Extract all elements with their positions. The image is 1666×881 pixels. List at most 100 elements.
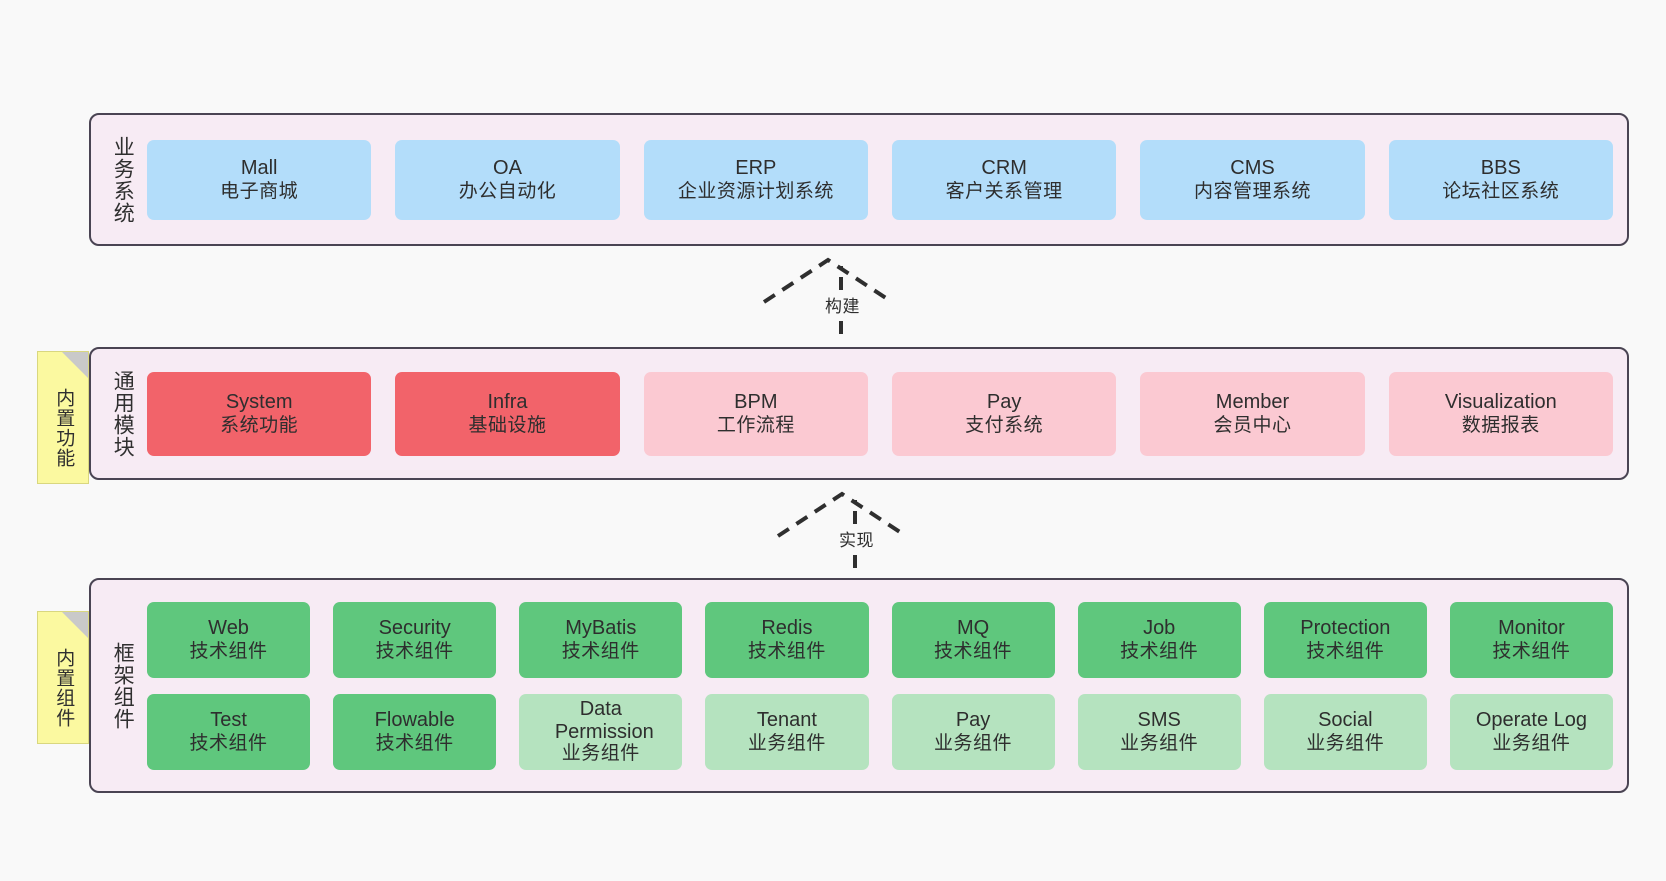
node-title: Security [378, 616, 451, 639]
layer-title-business-systems: 业务系统 [111, 135, 135, 224]
node-title: Job [1143, 616, 1176, 639]
note-builtin-components: 内置组件 [37, 611, 89, 744]
node-title: Data Permission [554, 698, 654, 743]
layer-common-modules: 通用模块 System 系统功能 Infra 基础设施 BPM 工作流程 Pay… [89, 347, 1629, 480]
node-title: Flowable [374, 708, 455, 731]
node-subtitle: 业务组件 [1120, 733, 1199, 755]
node-title: Tenant [756, 708, 817, 731]
node-infra[interactable]: Infra 基础设施 [395, 371, 620, 456]
node-mall[interactable]: Mall 电子商城 [147, 139, 372, 220]
node-protection[interactable]: Protection 技术组件 [1263, 601, 1427, 678]
node-title: Protection [1300, 616, 1391, 639]
node-title: Operate Log [1475, 708, 1588, 731]
node-row: Web 技术组件 Security 技术组件 MyBatis 技术组件 Redi… [147, 601, 1613, 678]
node-title: System [225, 390, 293, 413]
node-redis[interactable]: Redis 技术组件 [705, 601, 869, 678]
node-subtitle: 电子商城 [220, 181, 299, 203]
node-system[interactable]: System 系统功能 [147, 371, 372, 456]
node-subtitle: 业务组件 [1306, 733, 1385, 755]
node-erp[interactable]: ERP 企业资源计划系统 [643, 139, 868, 220]
node-title: CMS [1230, 156, 1275, 179]
node-title: CRM [981, 156, 1027, 179]
node-row: System 系统功能 Infra 基础设施 BPM 工作流程 Pay 支付系统… [147, 371, 1613, 456]
node-subtitle: 技术组件 [189, 733, 268, 755]
node-title: SMS [1137, 708, 1181, 731]
node-oa[interactable]: OA 办公自动化 [395, 139, 620, 220]
node-test[interactable]: Test 技术组件 [147, 693, 311, 770]
layer-framework-components: 框架组件 Web 技术组件 Security 技术组件 MyBatis 技术组件… [89, 578, 1629, 793]
layer-body-business-systems: Mall 电子商城 OA 办公自动化 ERP 企业资源计划系统 CRM 客户关系… [145, 115, 1627, 244]
node-crm[interactable]: CRM 客户关系管理 [891, 139, 1117, 220]
node-subtitle: 技术组件 [189, 641, 268, 663]
node-subtitle: 技术组件 [1120, 641, 1199, 663]
node-title: Infra [487, 390, 528, 413]
note-fold-icon [62, 612, 88, 638]
node-pay-component[interactable]: Pay 业务组件 [891, 693, 1055, 770]
connector-implement-label: 实现 [838, 526, 875, 551]
node-subtitle: 技术组件 [375, 733, 454, 755]
node-subtitle: 业务组件 [934, 733, 1013, 755]
layer-body-common-modules: System 系统功能 Infra 基础设施 BPM 工作流程 Pay 支付系统… [145, 349, 1627, 478]
node-subtitle: 客户关系管理 [945, 181, 1063, 203]
node-row: Mall 电子商城 OA 办公自动化 ERP 企业资源计划系统 CRM 客户关系… [147, 139, 1613, 220]
node-title: Mall [240, 156, 278, 179]
node-subtitle: 基础设施 [468, 415, 547, 437]
node-title: Web [208, 616, 249, 639]
node-data-permission[interactable]: Data Permission 业务组件 [519, 693, 683, 770]
node-tenant[interactable]: Tenant 业务组件 [705, 693, 869, 770]
note-fold-icon [62, 352, 88, 378]
connector-build: 构建 [756, 256, 916, 352]
node-social[interactable]: Social 业务组件 [1263, 693, 1427, 770]
node-bbs[interactable]: BBS 论坛社区系统 [1388, 139, 1613, 220]
node-mybatis[interactable]: MyBatis 技术组件 [519, 601, 683, 678]
note-label: 内置功能 [53, 387, 75, 468]
node-subtitle: 内容管理系统 [1193, 181, 1311, 203]
connector-implement: 实现 [770, 490, 930, 586]
node-subtitle: 技术组件 [1492, 641, 1571, 663]
node-title: BPM [734, 390, 778, 413]
node-subtitle: 业务组件 [1492, 733, 1571, 755]
node-monitor[interactable]: Monitor 技术组件 [1449, 601, 1613, 678]
node-subtitle: 技术组件 [375, 641, 454, 663]
node-subtitle: 技术组件 [1306, 641, 1385, 663]
node-title: MQ [956, 616, 990, 639]
node-mq[interactable]: MQ 技术组件 [891, 601, 1055, 678]
node-title: ERP [735, 156, 777, 179]
node-job[interactable]: Job 技术组件 [1077, 601, 1241, 678]
node-subtitle: 业务组件 [747, 733, 826, 755]
node-cms[interactable]: CMS 内容管理系统 [1140, 139, 1365, 220]
node-operate-log[interactable]: Operate Log 业务组件 [1449, 693, 1613, 770]
node-subtitle: 技术组件 [747, 641, 826, 663]
node-row: Test 技术组件 Flowable 技术组件 Data Permission … [147, 693, 1613, 770]
layer-business-systems: 业务系统 Mall 电子商城 OA 办公自动化 ERP 企业资源计划系统 CRM… [89, 113, 1629, 246]
node-visualization[interactable]: Visualization 数据报表 [1388, 371, 1613, 456]
node-title: Pay [955, 708, 991, 731]
node-title: OA [493, 156, 522, 179]
node-bpm[interactable]: BPM 工作流程 [643, 371, 868, 456]
node-title: Redis [761, 616, 813, 639]
node-subtitle: 技术组件 [934, 641, 1013, 663]
layer-body-framework-components: Web 技术组件 Security 技术组件 MyBatis 技术组件 Redi… [145, 580, 1627, 791]
node-title: MyBatis [565, 616, 637, 639]
connector-build-label: 构建 [824, 292, 861, 317]
node-security[interactable]: Security 技术组件 [333, 601, 497, 678]
node-title: Pay [986, 390, 1022, 413]
node-subtitle: 论坛社区系统 [1442, 181, 1560, 203]
note-label: 内置组件 [53, 647, 75, 728]
node-sms[interactable]: SMS 业务组件 [1077, 693, 1241, 770]
node-subtitle: 支付系统 [965, 415, 1044, 437]
node-subtitle: 会员中心 [1213, 415, 1292, 437]
node-flowable[interactable]: Flowable 技术组件 [333, 693, 497, 770]
layer-title-common-modules: 通用模块 [111, 369, 135, 458]
layer-title-framework-components: 框架组件 [111, 641, 135, 730]
note-builtin-features: 内置功能 [37, 351, 89, 484]
node-subtitle: 工作流程 [716, 415, 795, 437]
node-web[interactable]: Web 技术组件 [147, 601, 311, 678]
node-subtitle: 技术组件 [561, 641, 640, 663]
node-title: Monitor [1498, 616, 1565, 639]
node-pay[interactable]: Pay 支付系统 [891, 371, 1117, 456]
node-subtitle: 办公自动化 [458, 181, 557, 203]
node-title: BBS [1480, 156, 1521, 179]
node-subtitle: 企业资源计划系统 [677, 181, 834, 203]
node-member[interactable]: Member 会员中心 [1140, 371, 1365, 456]
